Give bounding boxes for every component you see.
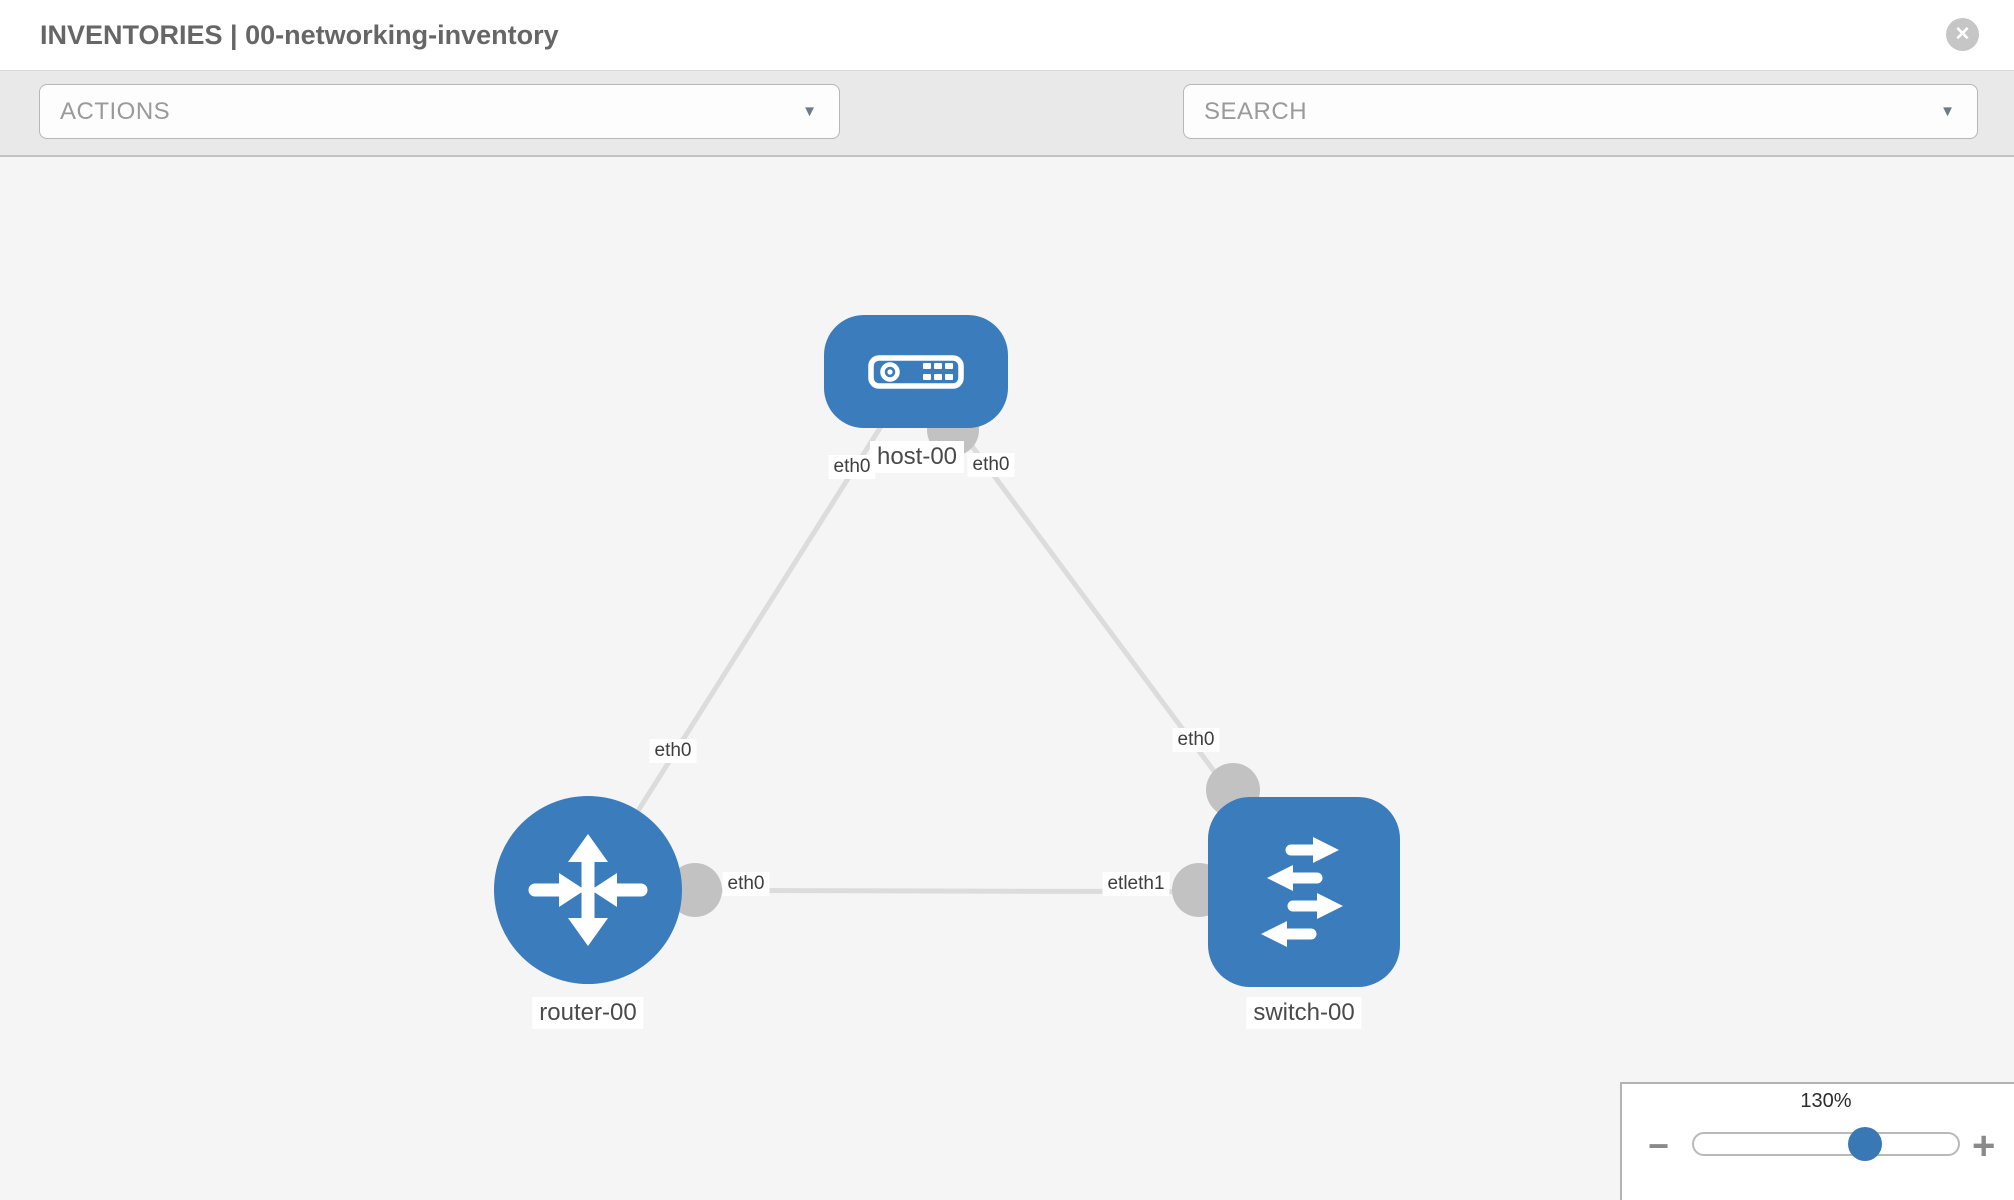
- node-switch-00[interactable]: [1208, 797, 1400, 987]
- node-router-00[interactable]: [494, 796, 682, 984]
- page-title: INVENTORIES | 00-networking-inventory: [40, 20, 559, 50]
- router-icon: [528, 834, 648, 946]
- actions-dropdown[interactable]: ACTIONS ▼: [39, 84, 840, 139]
- node-host-00[interactable]: [824, 315, 1008, 428]
- chevron-down-icon: ▼: [802, 103, 817, 120]
- port-label-switch-left: etleth1: [1102, 872, 1170, 896]
- port-label-host-right: eth0: [967, 453, 1015, 477]
- interface-circle-router[interactable]: [668, 863, 722, 917]
- toolbar: ACTIONS ▼ SEARCH ▼: [0, 71, 2014, 202]
- node-label-host: host-00: [869, 441, 965, 473]
- zoom-level: 130%: [1800, 1090, 1852, 1112]
- plus-icon: +: [1972, 1124, 1996, 1168]
- zoom-out-button[interactable]: −: [1648, 1128, 1669, 1164]
- port-label-switch-top: eth0: [1172, 728, 1220, 752]
- header-bar: INVENTORIES | 00-networking-inventory ✕: [0, 0, 2014, 71]
- port-label-router-right: eth0: [722, 872, 770, 896]
- actions-dropdown-label: ACTIONS: [60, 97, 171, 125]
- topology-graph: [585, 369, 1307, 917]
- minus-icon: −: [1648, 1125, 1670, 1166]
- zoom-panel: 130% − +: [1620, 1082, 2014, 1200]
- node-label-switch: switch-00: [1246, 997, 1362, 1029]
- switch-icon: [1261, 837, 1343, 947]
- zoom-in-button[interactable]: +: [1972, 1126, 1995, 1166]
- port-label-host-left: eth0: [828, 455, 876, 479]
- node-label-router: router-00: [532, 997, 644, 1029]
- port-label-router-top: eth0: [649, 739, 697, 763]
- host-icon: [868, 354, 964, 389]
- close-icon: ✕: [1954, 24, 1971, 45]
- close-button[interactable]: ✕: [1946, 18, 1979, 51]
- zoom-slider-track[interactable]: [1692, 1132, 1960, 1156]
- chevron-down-icon: ▼: [1940, 103, 1955, 120]
- search-dropdown[interactable]: SEARCH ▼: [1183, 84, 1978, 139]
- topology-canvas[interactable]: eth0 eth0 eth0 eth0 eth0 etleth1 host-00…: [0, 157, 2014, 1200]
- search-dropdown-label: SEARCH: [1204, 97, 1308, 125]
- zoom-slider-thumb[interactable]: [1848, 1127, 1882, 1161]
